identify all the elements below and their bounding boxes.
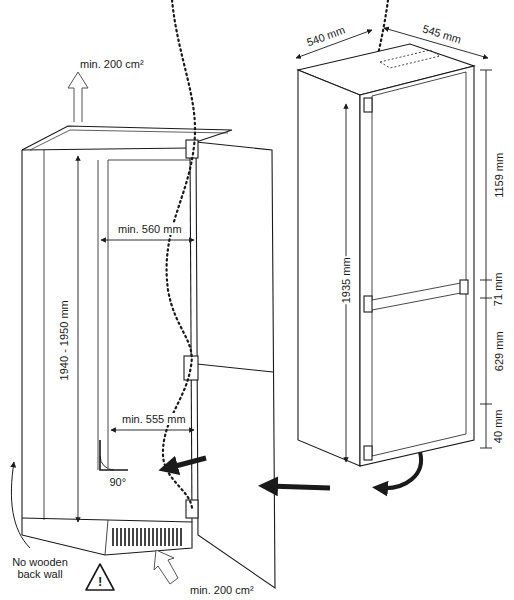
dimension-line xyxy=(111,430,194,431)
vent-arrow xyxy=(154,550,178,584)
hinge-guide xyxy=(163,0,195,508)
ventilation-note: min. 200 cm² xyxy=(79,58,145,71)
dimension-label: 545 mm xyxy=(420,22,464,46)
fridge-dimensions xyxy=(296,28,492,462)
angle-arc xyxy=(100,456,114,470)
dimension-ticks xyxy=(480,70,492,448)
fridge-upper-door xyxy=(372,72,466,300)
back-wall-pointer xyxy=(11,462,30,548)
cabinet-interior-line xyxy=(98,160,99,470)
cabinet-door xyxy=(196,142,275,588)
insert-arrow xyxy=(268,486,330,488)
ventilation-note: min. 200 cm² xyxy=(189,584,255,597)
door-split xyxy=(197,364,273,372)
cabinet-interior-line xyxy=(108,160,109,468)
dimension-label: 629 mm xyxy=(493,330,506,372)
cabinet-interior-top xyxy=(108,160,190,161)
dimension-label: min. 555 mm xyxy=(121,413,187,426)
insert-arrow xyxy=(168,458,206,468)
vent-grille xyxy=(112,528,184,546)
angle-label: 90° xyxy=(109,476,128,489)
dimension-label: 40 mm xyxy=(492,408,505,444)
dimension-line xyxy=(101,240,194,241)
hinge xyxy=(186,500,198,518)
dimension-label: 1935 mm xyxy=(340,256,353,304)
warning-mark: ! xyxy=(97,575,103,590)
dimension-label: 71 mm xyxy=(492,271,505,307)
fridge-front xyxy=(360,66,474,466)
dimension-line xyxy=(78,156,79,522)
warning-note: No wooden back wall xyxy=(7,556,73,581)
dimension-label: 540 mm xyxy=(304,23,348,49)
dimension-label: 1159 mm xyxy=(493,151,506,198)
cabinet-top-front xyxy=(22,148,190,150)
dimension-label: 1940 - 1950 mm xyxy=(58,299,71,381)
fridge-lower-door xyxy=(372,292,466,456)
cabinet-side-edge xyxy=(44,150,45,520)
cabinet-front-edge xyxy=(190,148,192,522)
vent-arrow xyxy=(68,72,88,122)
dimension-label: min. 560 mm xyxy=(117,223,183,236)
cabinet xyxy=(22,126,275,588)
hinge xyxy=(186,140,198,158)
warning-triangle xyxy=(86,564,114,590)
fridge-hinge xyxy=(364,98,372,112)
fridge xyxy=(298,44,474,466)
fridge-hinge xyxy=(460,280,468,294)
right-angle xyxy=(100,440,128,470)
fridge-hinge xyxy=(364,296,372,312)
cabinet-plinth-edge xyxy=(105,520,108,555)
fridge-hinge xyxy=(364,446,372,460)
fridge-top-recess xyxy=(380,50,440,68)
cabinet-plinth xyxy=(22,518,192,555)
dimension-line xyxy=(486,70,487,448)
fridge-side xyxy=(298,70,360,466)
cabinet-side-front xyxy=(21,150,22,535)
